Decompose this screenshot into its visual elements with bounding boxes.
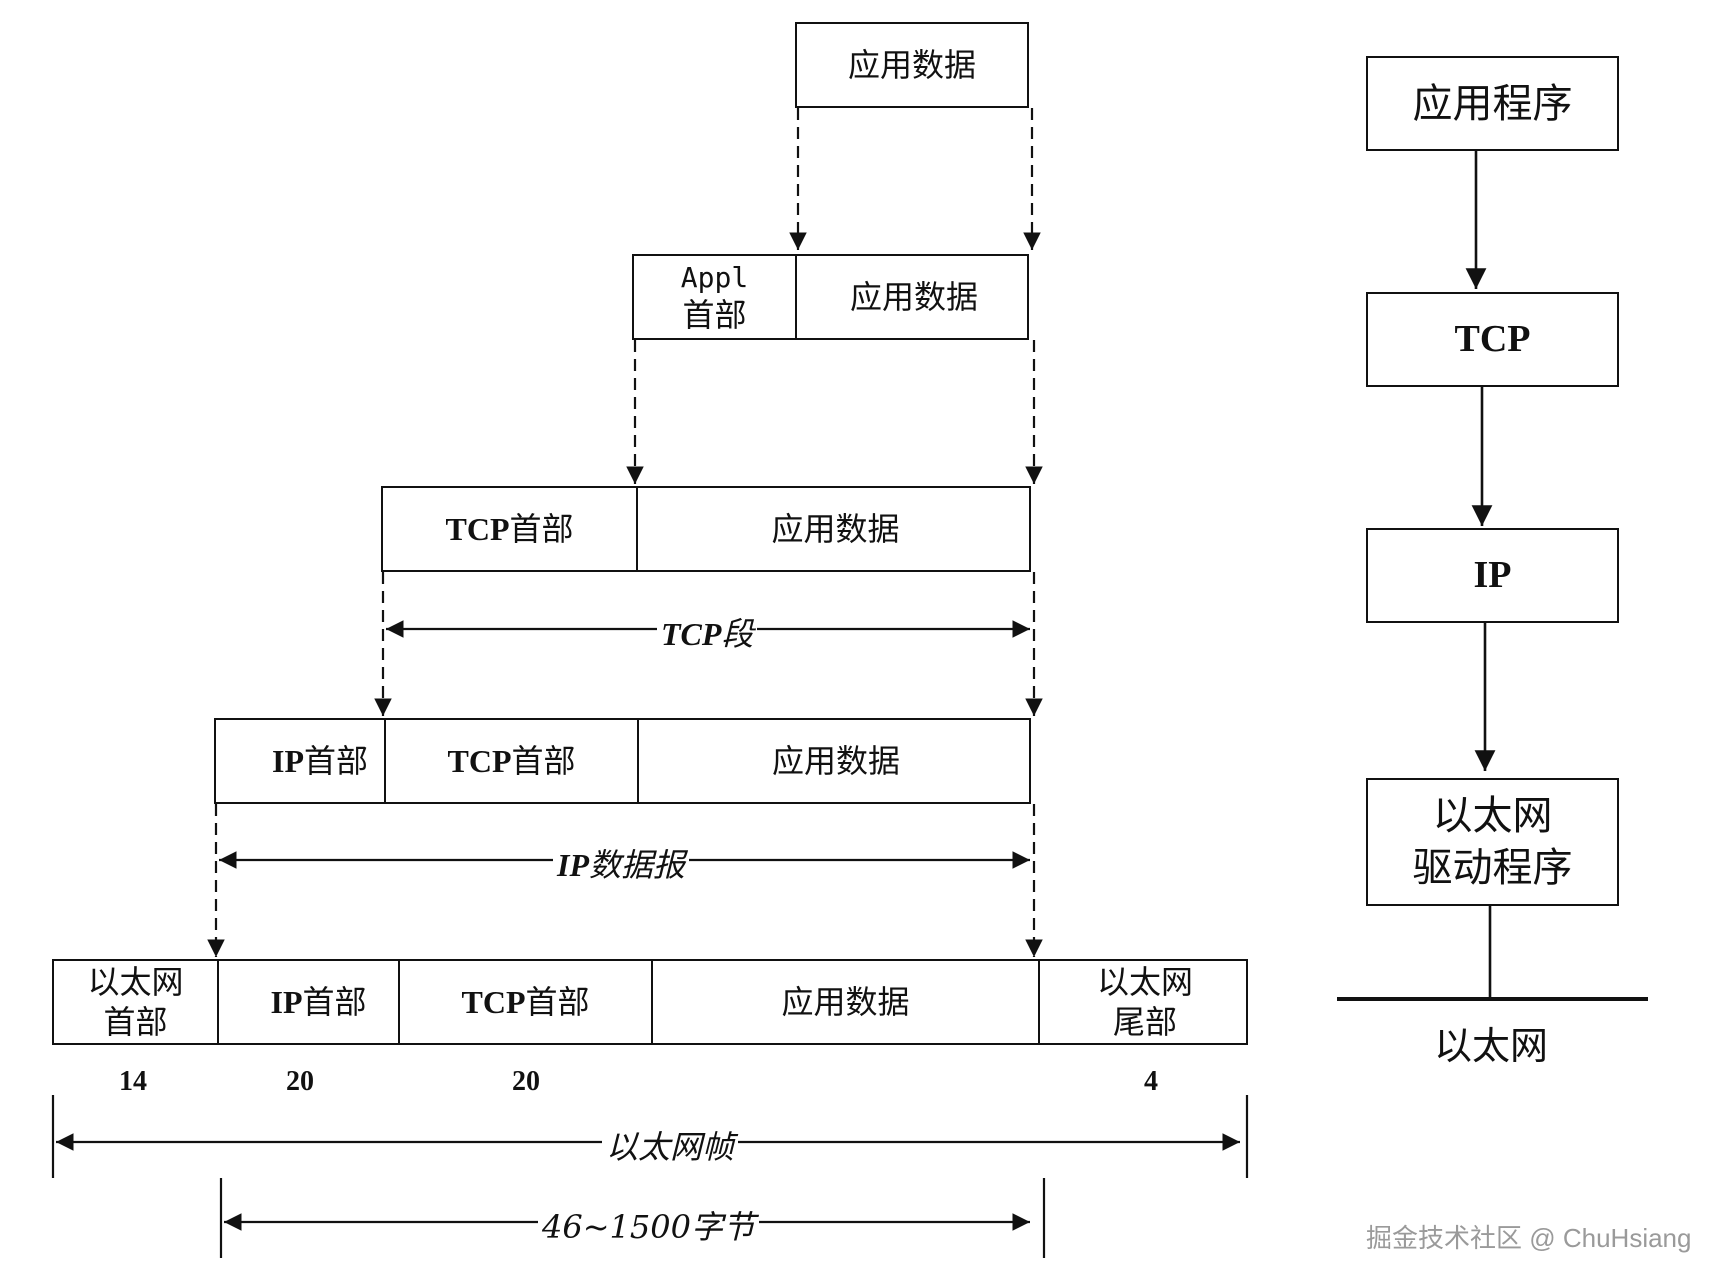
credit-watermark: 掘金技术社区 @ ChuHsiang xyxy=(1366,1223,1692,1253)
stack-ip: IP xyxy=(1366,528,1619,623)
size-eth-header: 14 xyxy=(119,1066,147,1097)
tcp-segment-label: TCP段 xyxy=(657,609,758,655)
size-tcp-header: 20 xyxy=(512,1066,540,1097)
row-appl: Appl 首部 应用数据 xyxy=(632,254,1029,340)
app-data-cell: 应用数据 xyxy=(847,46,976,84)
eth-data-cell: 应用数据 xyxy=(651,961,1038,1043)
payload-range-label: 46~1500字节 xyxy=(538,1202,759,1248)
appl-header-cell: Appl 首部 xyxy=(680,260,749,334)
appl-data-cell: 应用数据 xyxy=(795,256,1031,338)
ip-datagram-label: IP数据报 xyxy=(553,840,690,886)
eth-trailer-cell: 以太网 尾部 xyxy=(1038,961,1250,1043)
tcp-data-cell: 应用数据 xyxy=(636,488,1033,570)
stack-tcp: TCP xyxy=(1366,292,1619,387)
eth-frame-label: 以太网帧 xyxy=(602,1122,739,1168)
stack-application: 应用程序 xyxy=(1366,56,1619,151)
ethernet-bus-label: 以太网 xyxy=(1434,1024,1549,1068)
size-ip-header: 20 xyxy=(286,1066,314,1097)
stack-ethernet-driver: 以太网 驱动程序 xyxy=(1366,778,1619,906)
ip-data-cell: 应用数据 xyxy=(637,720,1033,802)
row-app-data: 应用数据 xyxy=(795,22,1029,108)
size-eth-trailer: 4 xyxy=(1144,1066,1158,1097)
eth-header-cell: 以太网 首部 xyxy=(87,963,184,1041)
